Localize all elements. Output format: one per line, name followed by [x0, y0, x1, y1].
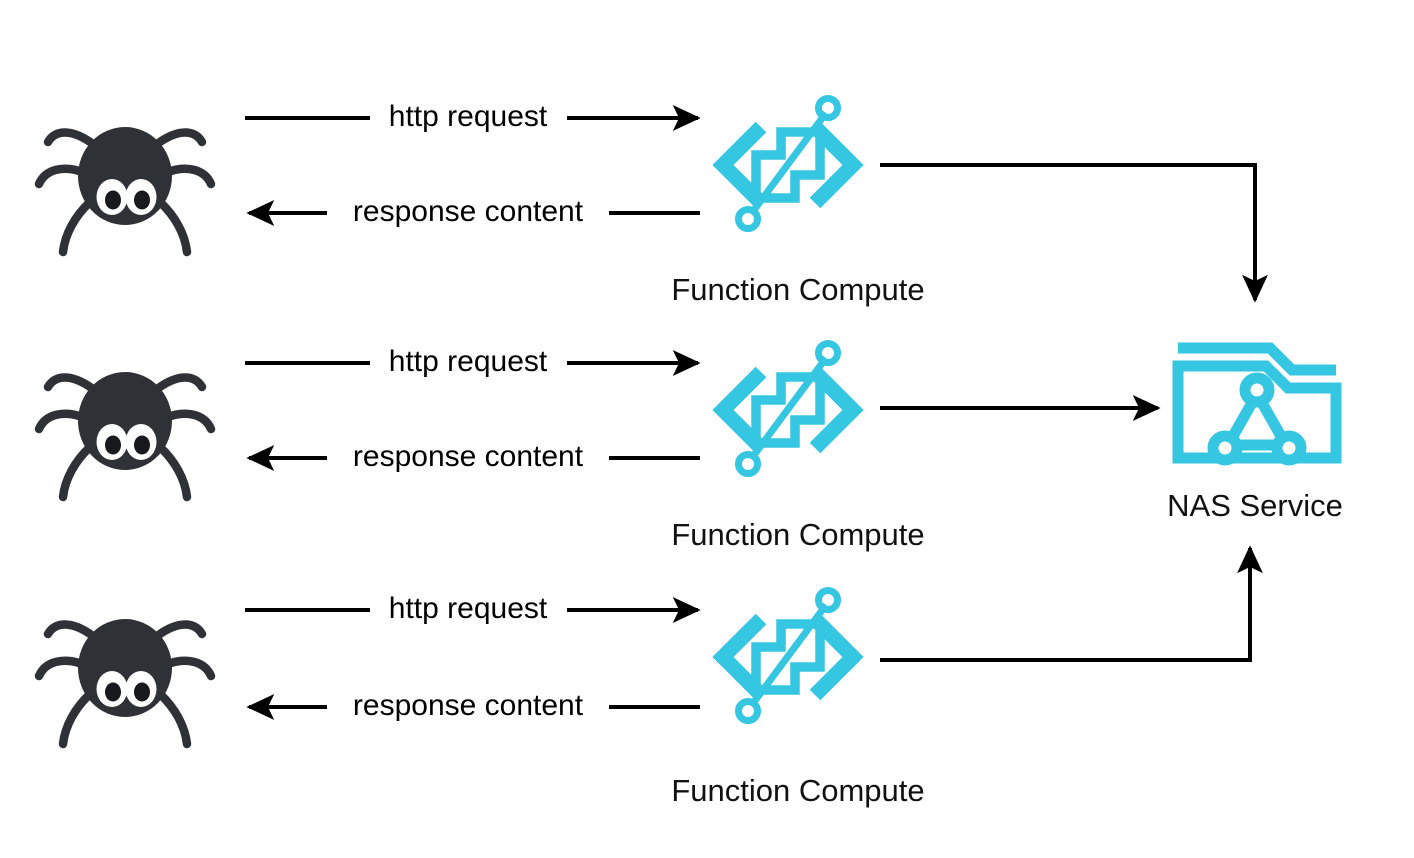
response-content-label-bg-row-3: [327, 689, 609, 725]
response-content-label-row-3: response content: [353, 689, 584, 722]
function-compute-label-row-1: Function Compute: [671, 272, 924, 307]
compute-to-nas-edge-row-3: [880, 545, 1263, 662]
spider-icon: [39, 619, 211, 744]
row-1-group: http request response content Function C…: [39, 99, 1268, 307]
compute-to-nas-edge-row-1: [880, 163, 1268, 303]
row-3-group: http request response content Function C…: [39, 545, 1263, 808]
function-compute-label-row-3: Function Compute: [671, 773, 924, 808]
nas-folder-share-icon: [1178, 348, 1336, 460]
response-content-label-bg-row-2: [327, 440, 609, 476]
spider-icon: [39, 372, 211, 497]
http-request-label-row-1: http request: [389, 100, 548, 133]
response-content-label-row-2: response content: [353, 440, 584, 473]
function-compute-icon-row-2: [723, 344, 853, 474]
nas-service-label: NAS Service: [1167, 488, 1343, 523]
spider-icon: [39, 127, 211, 252]
row-2-group: http request response content Function C…: [39, 344, 1161, 552]
function-compute-icon-row-3: [723, 591, 853, 721]
http-request-label-bg-row-3: [370, 592, 567, 628]
http-request-label-bg-row-2: [370, 345, 567, 381]
response-content-label-row-1: response content: [353, 195, 584, 228]
nas-service-node: NAS Service: [1167, 348, 1343, 523]
function-compute-icon-row-1: [723, 99, 853, 229]
http-request-label-bg-row-1: [370, 100, 567, 136]
http-request-label-row-2: http request: [389, 345, 548, 378]
http-request-label-row-3: http request: [389, 592, 548, 625]
function-compute-label-row-2: Function Compute: [671, 517, 924, 552]
response-content-label-bg-row-1: [327, 195, 609, 231]
